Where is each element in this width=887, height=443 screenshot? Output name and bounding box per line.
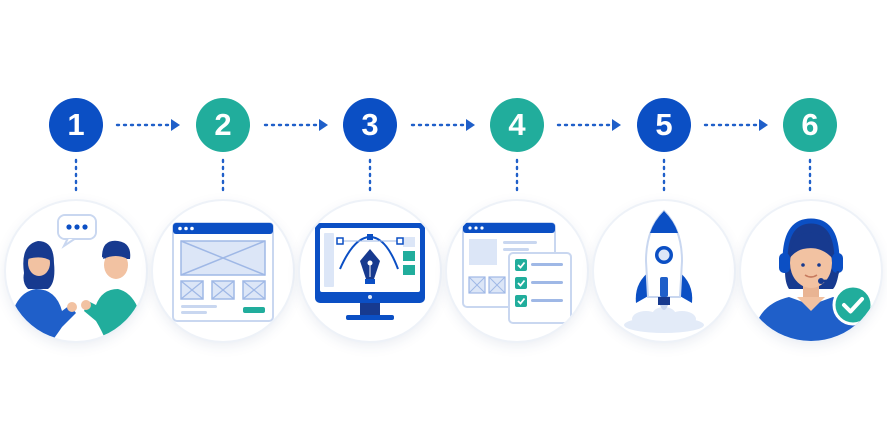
support-agent-icon [753,218,874,341]
step-4-number: 4 [508,107,526,142]
arrowhead-5-6 [759,119,768,131]
arrowhead-4-5 [612,119,621,131]
step-3-illustration [300,201,440,341]
step-2-illustration [153,201,293,341]
rocket-launch-icon [624,209,704,333]
step-4-illustration [447,201,587,341]
step-2-number: 2 [214,107,232,142]
step-6-badge: 6 [783,98,837,152]
arrowhead-1-2 [171,119,180,131]
step-5-number: 5 [655,107,673,142]
design-monitor-icon [315,223,425,320]
step-4-badge: 4 [490,98,544,152]
step-1-badge: 1 [49,98,103,152]
step-1-number: 1 [67,107,85,142]
step-3-number: 3 [361,107,379,142]
checklist-icon [462,222,572,324]
arrowhead-2-3 [319,119,328,131]
step-6-number: 6 [801,107,819,142]
step-2-badge: 2 [196,98,250,152]
step-5-badge: 5 [637,98,691,152]
step-5-illustration [594,201,734,341]
step-3-badge: 3 [343,98,397,152]
arrowhead-3-4 [466,119,475,131]
step-1-illustration [6,201,146,341]
wireframe-icon [172,222,274,322]
step-6-illustration [741,201,881,341]
consultation-icon [8,214,144,341]
